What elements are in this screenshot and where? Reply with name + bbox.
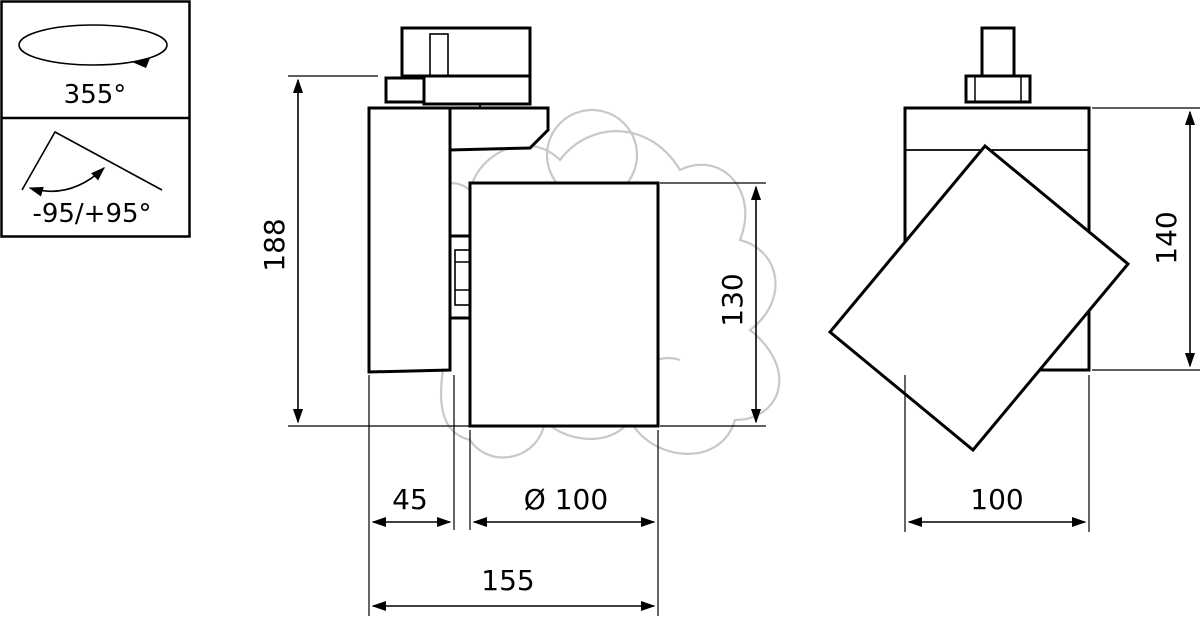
arm-bracket	[448, 106, 550, 152]
lamp-head	[468, 181, 660, 428]
front-adapter-base	[964, 74, 1032, 104]
label-140: 140	[1150, 211, 1183, 264]
label-45: 45	[392, 483, 428, 516]
dimension-lines	[288, 75, 1200, 616]
rotation-label: 355°	[64, 80, 127, 110]
adapter-foot-left	[384, 76, 426, 104]
rotation-icon	[18, 24, 168, 68]
dimension-labels: 188 130 140 45 Ø 100 155 100	[258, 211, 1183, 597]
label-188: 188	[258, 218, 291, 271]
tilted-head	[827, 143, 1131, 453]
adapter-housing	[367, 106, 452, 374]
side-view	[367, 26, 660, 428]
track-adapter-top	[400, 26, 532, 78]
front-view	[827, 26, 1131, 453]
label-130: 130	[716, 273, 749, 326]
front-adapter-top	[980, 26, 1016, 78]
label-155: 155	[481, 564, 534, 597]
tilt-label: -95/+95°	[32, 199, 151, 229]
label-front-100: 100	[970, 483, 1023, 516]
legend-box: 355° -95/+95°	[0, 0, 191, 238]
label-diameter: Ø 100	[524, 483, 608, 516]
adapter-base	[422, 74, 532, 106]
tilt-icon	[21, 130, 163, 197]
